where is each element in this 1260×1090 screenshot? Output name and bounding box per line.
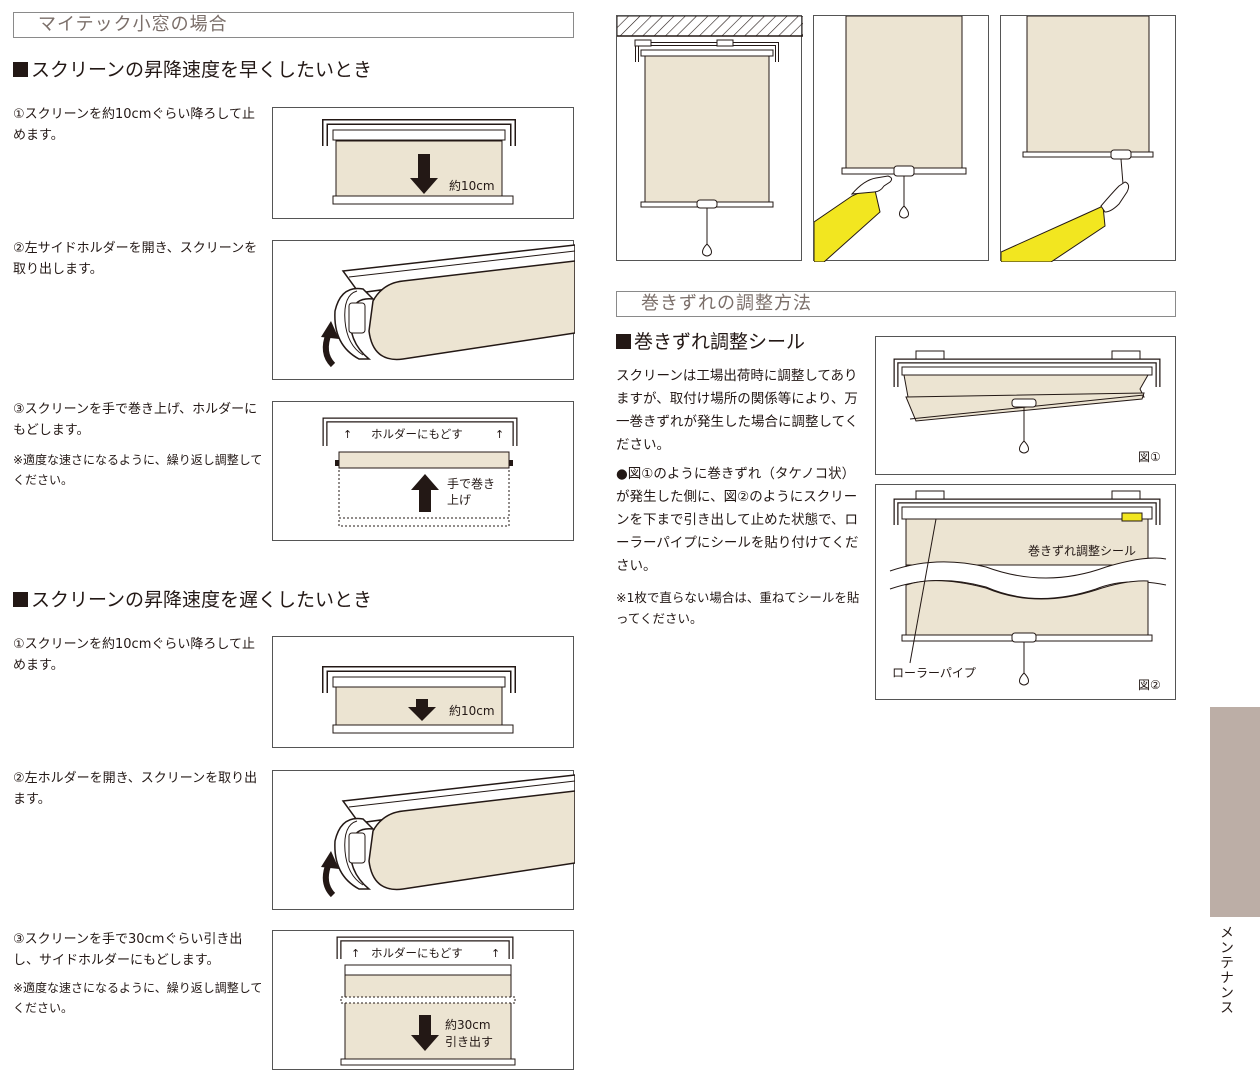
- slow-step2-text: ②左ホルダーを開き、スクリーンを取り出ます。: [13, 771, 258, 807]
- fast-step2-figure: [272, 240, 575, 380]
- pull-illustration-1: [616, 15, 803, 261]
- heading-adjust-sticker: 巻きずれ調整シール: [616, 330, 805, 354]
- square-bullet-icon: [13, 592, 28, 607]
- figure-2: 巻きずれ調整シール ローラーパイプ 図②: [875, 484, 1176, 700]
- slow-step3-figure: ↑ ↑ ホルダーにもどす 約30cm 引き出す: [272, 930, 574, 1070]
- slow-step1-label: 約10cm: [449, 703, 495, 718]
- section-title-small-window: マイテック小窓の場合: [13, 12, 574, 38]
- section-title-text: 巻きずれの調整方法: [641, 293, 812, 314]
- slow-step3-holder-label: ホルダーにもどす: [371, 946, 463, 960]
- slow-step1-figure: 約10cm: [272, 636, 574, 748]
- pull-illustration-3: [1000, 15, 1176, 262]
- figure-2-sticker-label: 巻きずれ調整シール: [1028, 543, 1136, 558]
- arrow-up-icon: ↑: [495, 428, 504, 441]
- slow-step3-text: ③スクリーンを手で30cmぐらい引き出し、サイドホルダーにもどします。: [13, 932, 243, 968]
- pull-illustration-2: [813, 15, 989, 262]
- fast-step3-figure: ↑ ↑ ホルダーにもどす 手で巻き 上げ: [272, 401, 574, 541]
- figure-1: 図①: [875, 336, 1176, 475]
- figure-1-label: 図①: [1138, 450, 1161, 464]
- fast-step1-label: 約10cm: [449, 178, 495, 193]
- slow-step3-pull-label-1: 約30cm: [445, 1017, 491, 1032]
- heading-slow-down: スクリーンの昇降速度を遅くしたいとき: [13, 588, 372, 612]
- section-title-rolling-adjustment: 巻きずれの調整方法: [616, 291, 1176, 317]
- figure-2-pipe-label: ローラーパイプ: [892, 666, 976, 680]
- heading-speed-up: スクリーンの昇降速度を早くしたいとき: [13, 58, 372, 82]
- heading-text: 巻きずれ調整シール: [634, 331, 806, 353]
- slow-step1-text: ①スクリーンを約10cmぐらい降ろして止めます。: [13, 637, 255, 673]
- adjust-intro-text: スクリーンは工場出荷時に調整してありますが、取付け場所の関係等により、万一巻きず…: [616, 368, 859, 453]
- side-tab-label: メンテナンス: [1218, 925, 1234, 1015]
- fast-step3-holder-label: ホルダーにもどす: [371, 427, 463, 441]
- fast-step3-hand-label-2: 上げ: [447, 493, 471, 507]
- fast-step3-hand-label-1: 手で巻き: [447, 477, 495, 491]
- section-title-text: マイテック小窓の場合: [38, 14, 228, 35]
- arrow-up-icon: ↑: [343, 428, 352, 441]
- fast-step1-figure: 約10cm: [272, 107, 574, 219]
- heading-text: スクリーンの昇降速度を遅くしたいとき: [31, 589, 373, 611]
- fast-step1-text: ①スクリーンを約10cmぐらい降ろして止めます。: [13, 107, 255, 143]
- fast-step2-text: ②左サイドホルダーを開き、スクリーンを取り出します。: [13, 241, 258, 277]
- heading-text: スクリーンの昇降速度を早くしたいとき: [31, 59, 373, 81]
- slow-step3-pull-label-2: 引き出す: [445, 1035, 493, 1049]
- side-tab-marker: [1210, 707, 1260, 917]
- adjust-note-text: ※1枚で直らない場合は、重ねてシールを貼ってください。: [616, 590, 860, 626]
- square-bullet-icon: [13, 62, 28, 77]
- slow-step3-note: ※適度な速さになるように、繰り返し調整してください。: [13, 981, 263, 1015]
- square-bullet-icon: [616, 334, 631, 349]
- slow-step2-figure: [272, 770, 575, 910]
- fast-step3-note: ※適度な速さになるように、繰り返し調整してください。: [13, 453, 263, 487]
- arrow-up-icon: ↑: [351, 947, 360, 960]
- fast-step3-text: ③スクリーンを手で巻き上げ、ホルダーにもどします。: [13, 402, 258, 438]
- adjust-bullet-text: ●図①のように巻きずれ（タケノコ状）が発生した側に、図②のようにスクリーンを下ま…: [616, 466, 859, 574]
- arrow-up-icon: ↑: [491, 947, 500, 960]
- figure-2-label: 図②: [1138, 678, 1161, 692]
